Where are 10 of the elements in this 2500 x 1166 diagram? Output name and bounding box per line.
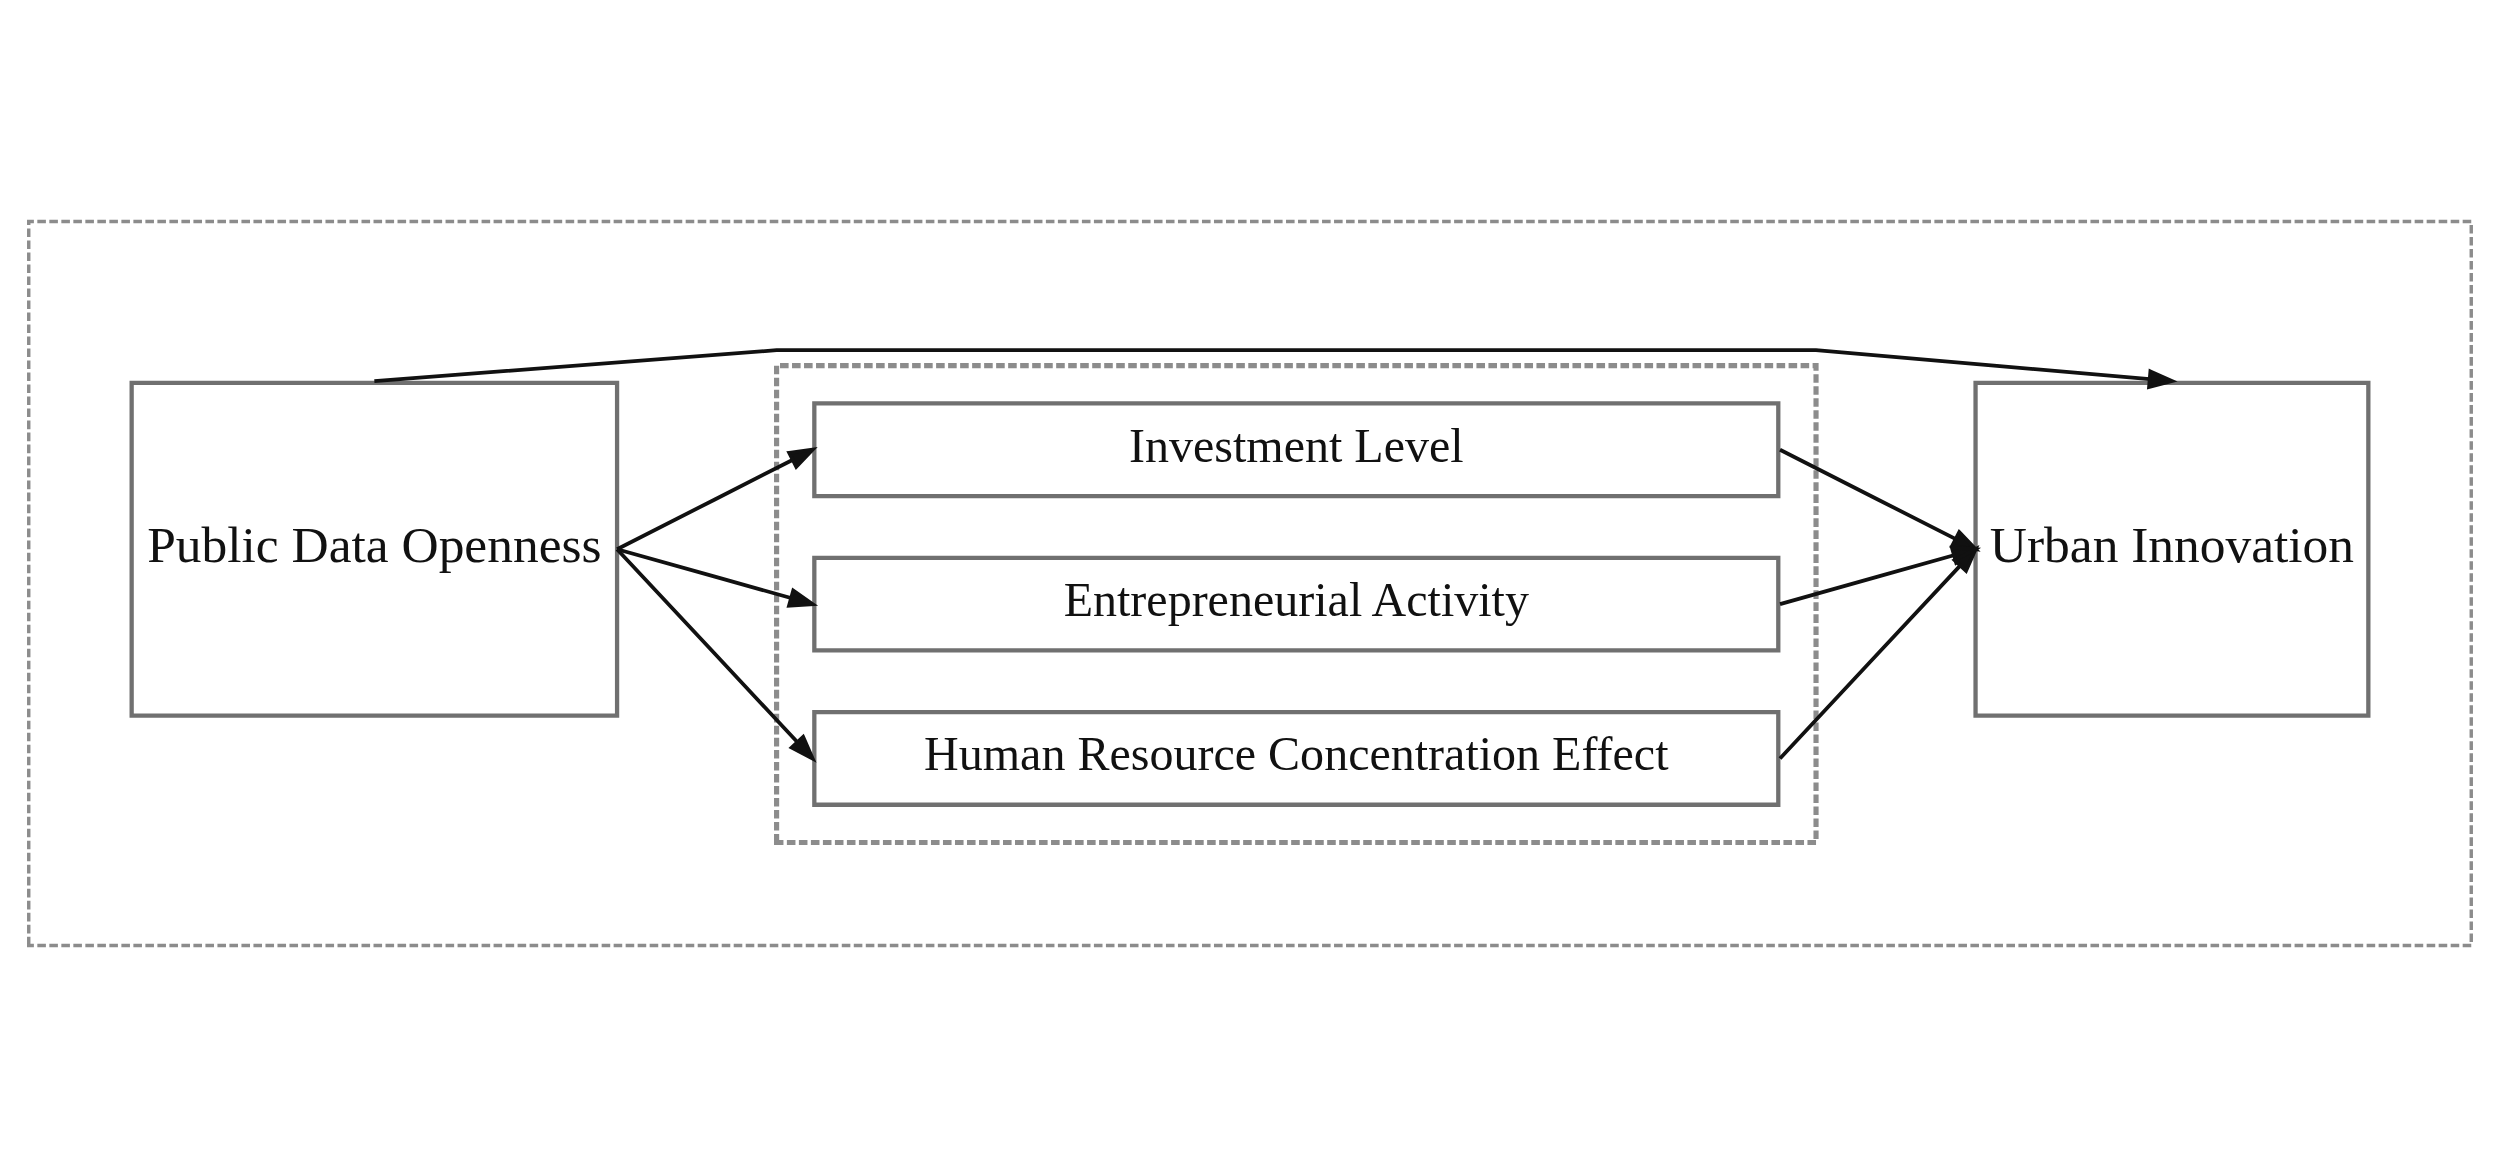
node-box: Public Data Openness (129, 380, 620, 718)
cluster (27, 219, 2473, 947)
arrow (616, 446, 818, 551)
arrow (374, 347, 2178, 389)
arrow (615, 547, 817, 763)
node-box: Entrepreneurial Activity (812, 555, 1781, 653)
cluster (774, 362, 1819, 845)
node-box: Urban Innovation (1973, 380, 2371, 718)
node-box: Human Resource Concentration Effect (812, 709, 1781, 807)
node-box: Investment Level (812, 400, 1781, 498)
